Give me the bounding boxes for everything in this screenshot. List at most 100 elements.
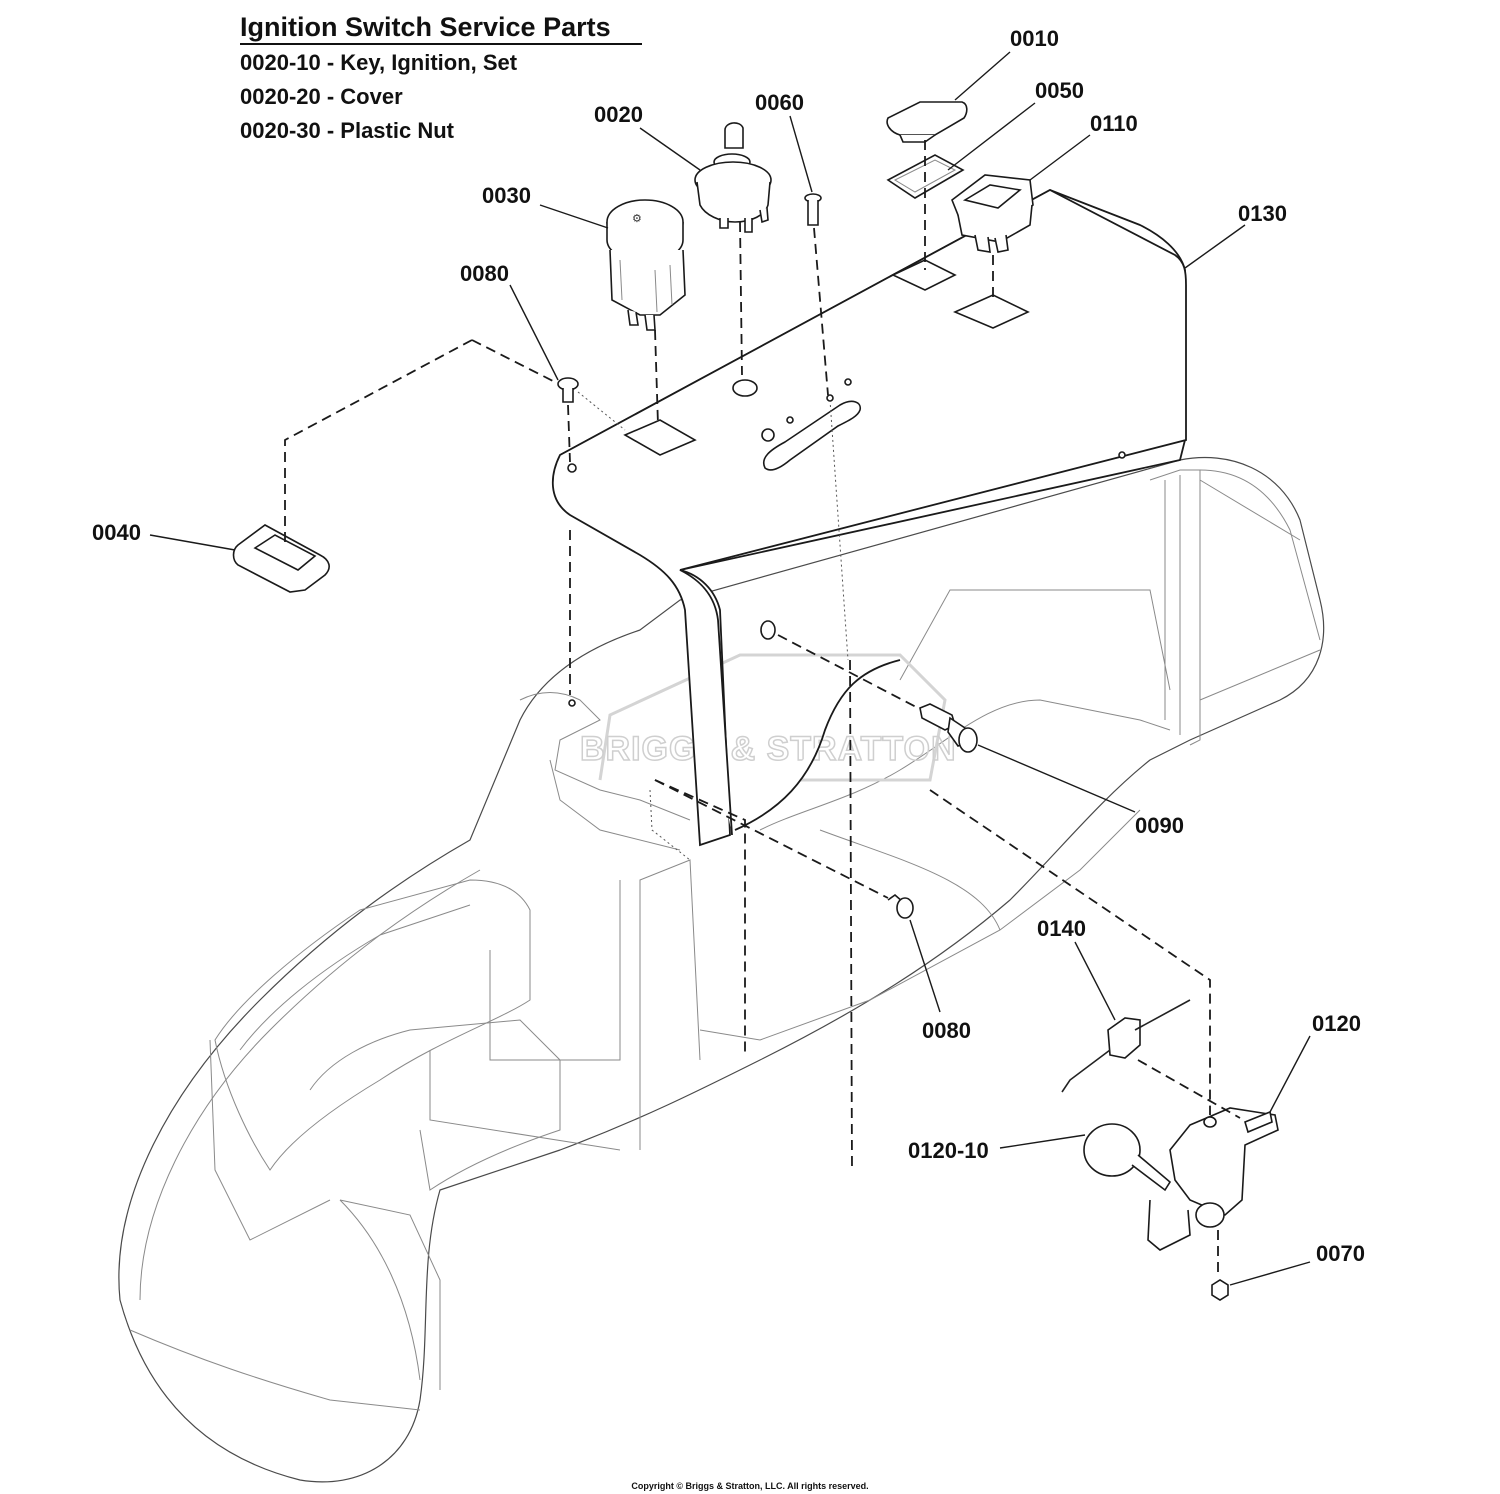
leader-0030 [539,204,609,229]
leader-0090 [977,744,1136,813]
dash-lever-mount [929,789,1211,1115]
callout-0090: 0090 [1135,813,1184,838]
lever-mount-hole [1203,1116,1217,1128]
dash-screw-top [567,404,571,463]
leader-0050 [947,102,1036,171]
leader-lines [149,51,1311,1286]
mount-hole-lower [568,699,576,707]
ignition-key [724,122,744,149]
callout-0080-top: 0080 [460,261,509,286]
leader-0020 [639,127,701,171]
fender-lower-edge [129,1329,421,1411]
diagram-title: Ignition Switch Service Parts [240,12,611,42]
leader-0110 [1029,134,1091,181]
callout-labels: 0010 0050 0110 0020 0060 0030 0130 0080 … [92,26,1365,1266]
console-panel [551,188,1187,847]
mount-hole-top [567,463,577,473]
cover-tab [899,134,936,143]
leader-0130 [1184,224,1246,269]
console-cutout [734,659,901,831]
seal-inner [253,534,317,571]
ignition-body [696,181,771,223]
pto-switch-part: ⚙ [606,199,686,331]
seat-base-block [489,880,621,1061]
cover-hole [891,259,957,291]
copyright-notice: Copyright © Briggs & Stratton, LLC. All … [631,1481,868,1491]
fender-housing [118,456,1325,1483]
fender-front-crease [339,1199,421,1381]
seat-well [214,879,531,1171]
console-top-edge [559,188,1187,571]
dash-vertical-main [849,659,853,1171]
callout-0110: 0110 [1090,111,1138,136]
pto-knob-symbol: ⚙ [632,212,642,225]
leader-0060 [789,115,813,193]
callout-0120: 0120 [1312,1011,1361,1036]
leader-0080-top [509,284,559,381]
clip-wire [1061,1049,1111,1093]
header: Ignition Switch Service Parts 0020-10 - … [240,12,642,143]
callout-0050: 0050 [1035,78,1084,103]
ignition-terminals [719,207,769,233]
callout-0080-lower: 0080 [922,1018,971,1043]
dash-screw-0060 [813,227,829,396]
slot-screw [761,428,775,442]
header-line-3: 0020-30 - Plastic Nut [240,118,455,143]
lever-assembly-part [1083,1107,1279,1251]
watermark-text: BRIGGS & STRATTON [580,730,957,768]
dash-screw-lower [654,779,889,899]
callout-0140: 0140 [1037,916,1086,941]
nut-part [1211,1279,1229,1301]
light-hole [760,620,776,640]
seal-part [232,524,330,593]
callout-0120-10: 0120-10 [908,1138,989,1163]
light-lens [958,727,978,753]
callout-0010: 0010 [1010,26,1059,51]
pto-body-ribs [619,259,673,313]
dash-clip [1137,1059,1241,1119]
switch-terminals [974,234,1009,253]
leader-0120-10 [999,1134,1086,1149]
rear-shell-lines [1199,479,1321,701]
screw-0080-lower-part [887,893,914,919]
mount-hole-right [1118,451,1126,459]
floor-step [819,829,1001,931]
ignition-hole [732,379,758,397]
seat-base-side [639,859,701,1150]
lever-bracket [1169,1107,1279,1216]
small-hole-1 [786,416,794,424]
fender-contour-1 [139,869,481,1301]
switch-hole [952,294,1030,329]
console-side-bend [679,569,733,836]
assembly-lines [284,140,1241,1278]
rear-post-lines [1164,475,1181,735]
screw-0060-part [804,193,822,226]
dot-screw-top [577,391,626,431]
screw-head [896,897,914,919]
cover-top [886,101,968,136]
leader-0010 [954,51,1011,101]
screw-0080-top-part [557,377,579,403]
console-inner-edge [519,692,691,821]
header-line-2: 0020-20 - Cover [240,84,403,109]
switch-face [962,184,1022,209]
lever-slot [1244,1110,1273,1134]
ignition-switch-part [694,122,772,233]
leader-0040 [149,534,236,551]
rear-tunnel [899,589,1171,691]
fender-outline [118,456,1325,1483]
lever-pivot [1195,1202,1225,1228]
watermark-emblem [598,653,947,782]
leader-0120 [1269,1035,1311,1113]
leader-0080-lower [909,919,941,1013]
cover-part [886,101,968,143]
slot-hole [763,400,862,471]
indicator-light-part [919,703,978,753]
fender-front-lip [339,1199,441,1390]
gasket-inner [893,159,957,193]
pto-terminals [627,309,656,331]
clip-body [1107,1017,1141,1059]
lever-arm [1131,1154,1172,1192]
fender-side-crease [209,1039,331,1241]
